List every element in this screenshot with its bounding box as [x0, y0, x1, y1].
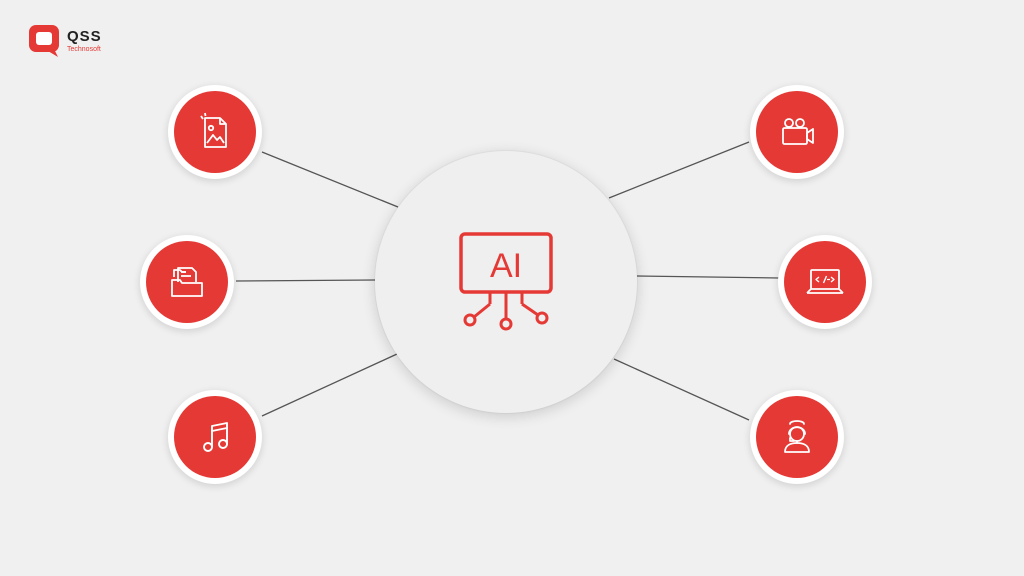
- node-support[interactable]: [750, 390, 844, 484]
- node-music[interactable]: [168, 390, 262, 484]
- connector-support: [613, 358, 750, 421]
- qss-logo-icon: [29, 25, 59, 57]
- hub-label: AI: [490, 247, 522, 285]
- connector-video: [608, 141, 750, 199]
- brand-name: QSS: [67, 28, 102, 45]
- folder-documents-icon: [171, 267, 203, 297]
- connector-image: [261, 151, 399, 208]
- node-code[interactable]: [778, 235, 872, 329]
- brand-logo[interactable]: QSS Technosoft: [28, 24, 102, 58]
- brand-tagline: Technosoft: [67, 46, 101, 53]
- connector-music: [261, 353, 398, 417]
- node-video[interactable]: [750, 85, 844, 179]
- support-agent-icon: [784, 420, 810, 453]
- connector-folder: [235, 279, 376, 282]
- video-camera-icon: [782, 118, 814, 145]
- laptop-code-icon: [806, 269, 844, 294]
- node-image[interactable]: [168, 85, 262, 179]
- connector-code: [636, 275, 780, 279]
- ai-chip-icon: AI: [459, 232, 553, 331]
- image-file-icon: [200, 112, 227, 148]
- music-note-icon: [203, 422, 228, 452]
- ai-hub: AI: [375, 151, 637, 413]
- node-folder[interactable]: [140, 235, 234, 329]
